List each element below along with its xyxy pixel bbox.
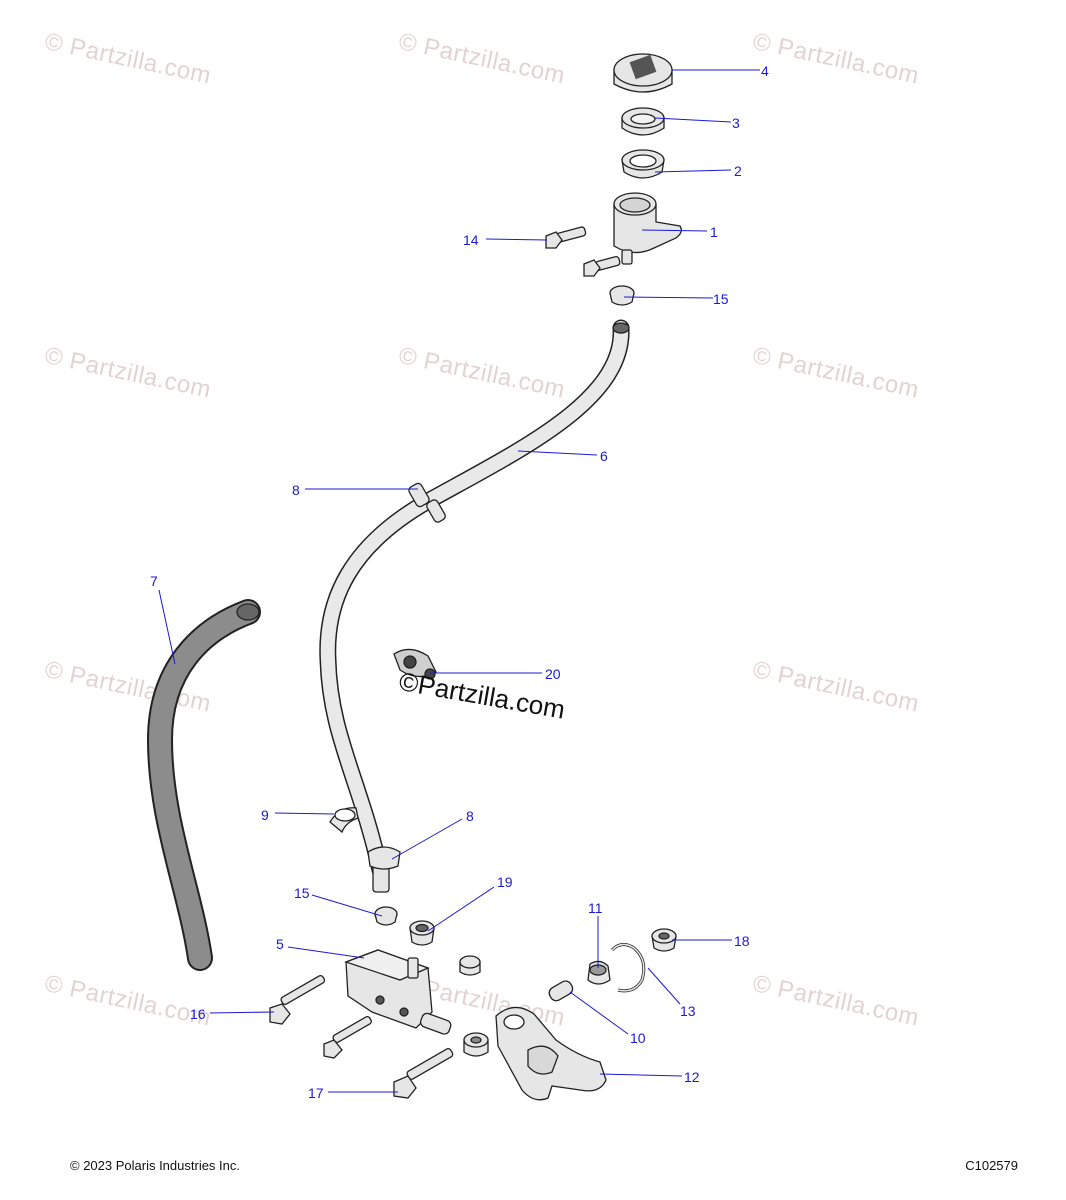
callout-3[interactable]: 3: [732, 115, 740, 131]
callout-4[interactable]: 4: [761, 63, 769, 79]
callout-20[interactable]: 20: [545, 666, 561, 682]
copyright-notice: © 2023 Polaris Industries Inc.: [70, 1158, 240, 1173]
master-cylinder-part[interactable]: [344, 949, 452, 1035]
callout-19[interactable]: 19: [497, 874, 513, 890]
callout-11[interactable]: 11: [588, 900, 603, 916]
callout-16[interactable]: 16: [190, 1006, 206, 1022]
pivot-bolt-part[interactable]: [393, 1047, 454, 1099]
drawing-id: C102579: [965, 1158, 1018, 1173]
hose-clamp-part[interactable]: [609, 285, 635, 306]
callout-6[interactable]: 6: [600, 448, 608, 464]
reservoir-body-part[interactable]: [613, 192, 682, 265]
callout-13[interactable]: 13: [680, 1003, 696, 1019]
boot-part[interactable]: [587, 960, 611, 985]
reservoir-hose-part[interactable]: [319, 319, 630, 893]
reservoir-cap-part[interactable]: [613, 53, 673, 93]
callout-18[interactable]: 18: [734, 933, 750, 949]
callout-1[interactable]: 1: [710, 224, 718, 240]
mounting-bolt-part[interactable]: [545, 226, 621, 277]
callout-8-upper[interactable]: 8: [292, 482, 300, 498]
gasket-part[interactable]: [621, 149, 665, 179]
callout-8-lower[interactable]: 8: [466, 808, 474, 824]
callout-9[interactable]: 9: [261, 807, 269, 823]
brake-pedal-part[interactable]: [495, 1006, 607, 1101]
short-bolt-part[interactable]: [323, 1015, 372, 1059]
callout-7[interactable]: 7: [150, 573, 158, 589]
vent-hose-part[interactable]: [146, 599, 261, 971]
cable-clip-part[interactable]: [393, 648, 437, 680]
bushing-part[interactable]: [459, 955, 489, 1057]
snap-ring-part[interactable]: [610, 943, 646, 993]
grommet-part[interactable]: [409, 920, 435, 946]
callout-12[interactable]: 12: [684, 1069, 700, 1085]
rubber-grommet-part[interactable]: [651, 928, 677, 952]
callout-15-lower[interactable]: 15: [294, 885, 310, 901]
diaphragm-part[interactable]: [621, 107, 665, 136]
callout-15-top[interactable]: 15: [713, 291, 729, 307]
lower-hose-clamp-part[interactable]: [374, 906, 398, 926]
callout-10[interactable]: 10: [630, 1030, 646, 1046]
callout-14[interactable]: 14: [463, 232, 479, 248]
callout-2[interactable]: 2: [734, 163, 742, 179]
pivot-bushing-part[interactable]: [547, 979, 575, 1003]
callout-5[interactable]: 5: [276, 936, 284, 952]
callout-17[interactable]: 17: [308, 1085, 324, 1101]
hose-bracket-part[interactable]: [329, 807, 359, 834]
long-bolt-part[interactable]: [269, 974, 326, 1025]
leader-lines: [158, 69, 760, 1093]
